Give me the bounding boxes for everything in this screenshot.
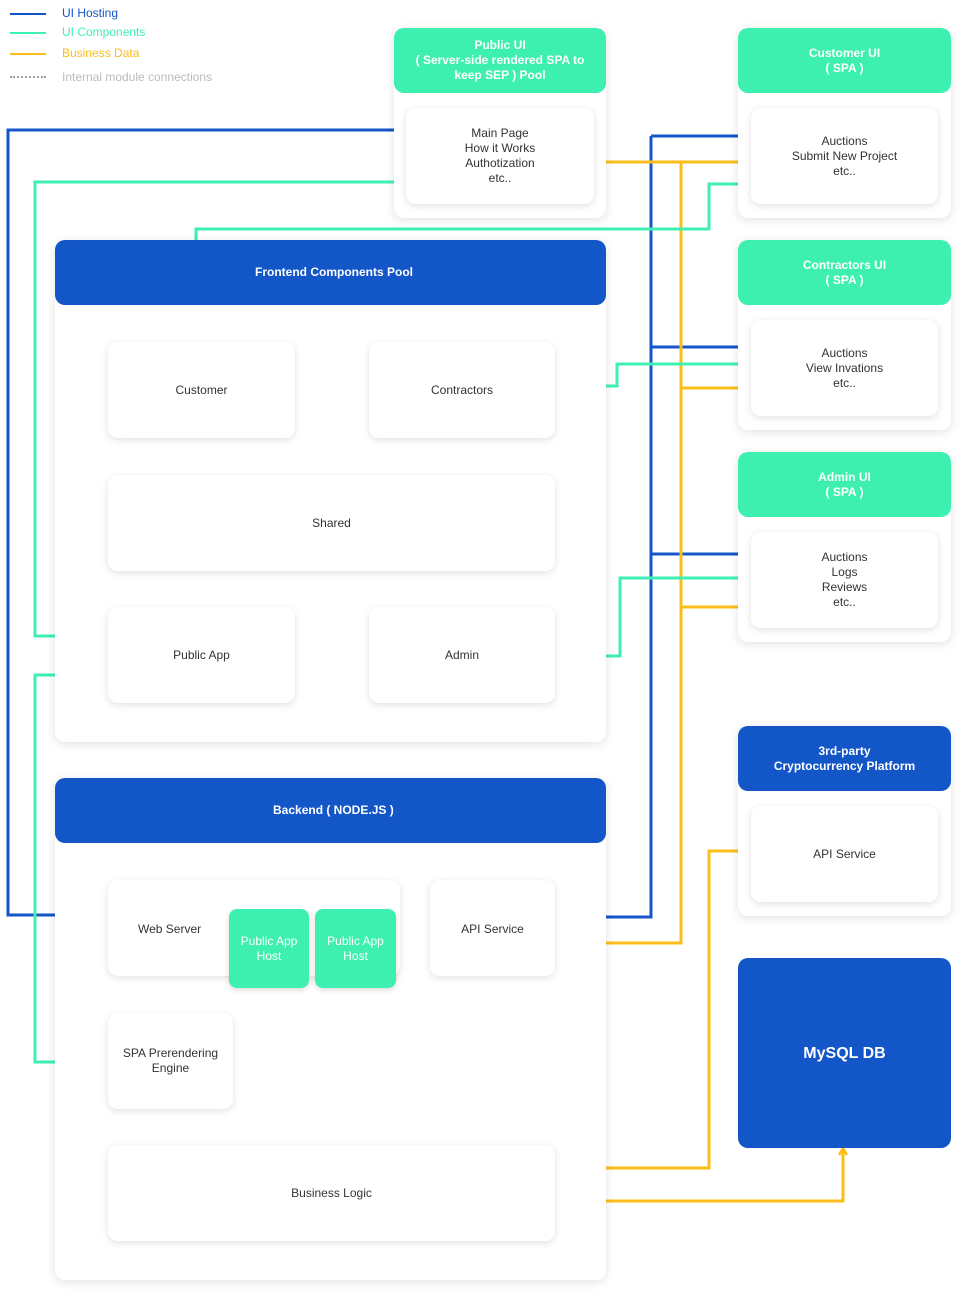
backend-api-service-box: API Service [430, 880, 555, 976]
customer-ui-content: Auctions Submit New Project etc.. [751, 108, 938, 204]
admin-ui-header: Admin UI ( SPA ) [738, 452, 951, 517]
customer-component: Customer [108, 342, 295, 438]
customer-ui-header: Customer UI ( SPA ) [738, 28, 951, 93]
backend-header: Backend ( NODE.JS ) [55, 778, 606, 843]
legend-line-internal [10, 76, 46, 78]
legend-line-business-data [10, 53, 46, 55]
mysql-db: MySQL DB [738, 958, 951, 1148]
contractors-component: Contractors [369, 342, 555, 438]
public-app-component: Public App [108, 607, 295, 703]
legend-line-ui-hosting [10, 13, 46, 15]
data-wire-logic-mysql [557, 1149, 843, 1201]
business-logic-box: Business Logic [108, 1145, 555, 1241]
crypto-platform-header: 3rd-party Cryptocurrency Platform [738, 726, 951, 791]
frontend-pool-header: Frontend Components Pool [55, 240, 606, 305]
legend-label-ui-components: UI Components [62, 25, 146, 39]
contractors-ui-header: Contractors UI ( SPA ) [738, 240, 951, 305]
contractors-ui-content: Auctions View Invations etc.. [751, 320, 938, 416]
public-ui-content: Main Page How it Works Authotization etc… [406, 108, 594, 204]
legend-label-ui-hosting: UI Hosting [62, 6, 119, 20]
admin-ui-content: Auctions Logs Reviews etc.. [751, 532, 938, 628]
public-app-host-1: Public App Host [229, 909, 309, 988]
public-ui-header: Public UI ( Server-side rendered SPA to … [394, 28, 606, 93]
legend-label-internal: Internal module connections [62, 70, 213, 84]
spa-prerendering-engine: SPA Prerendering Engine [108, 1013, 233, 1109]
shared-component: Shared [108, 475, 555, 571]
legend-label-business-data: Business Data [62, 46, 140, 60]
public-app-host-2: Public App Host [315, 909, 396, 988]
admin-component: Admin [369, 607, 555, 703]
legend-line-ui-components [10, 32, 46, 34]
crypto-api-service-box: API Service [751, 806, 938, 902]
